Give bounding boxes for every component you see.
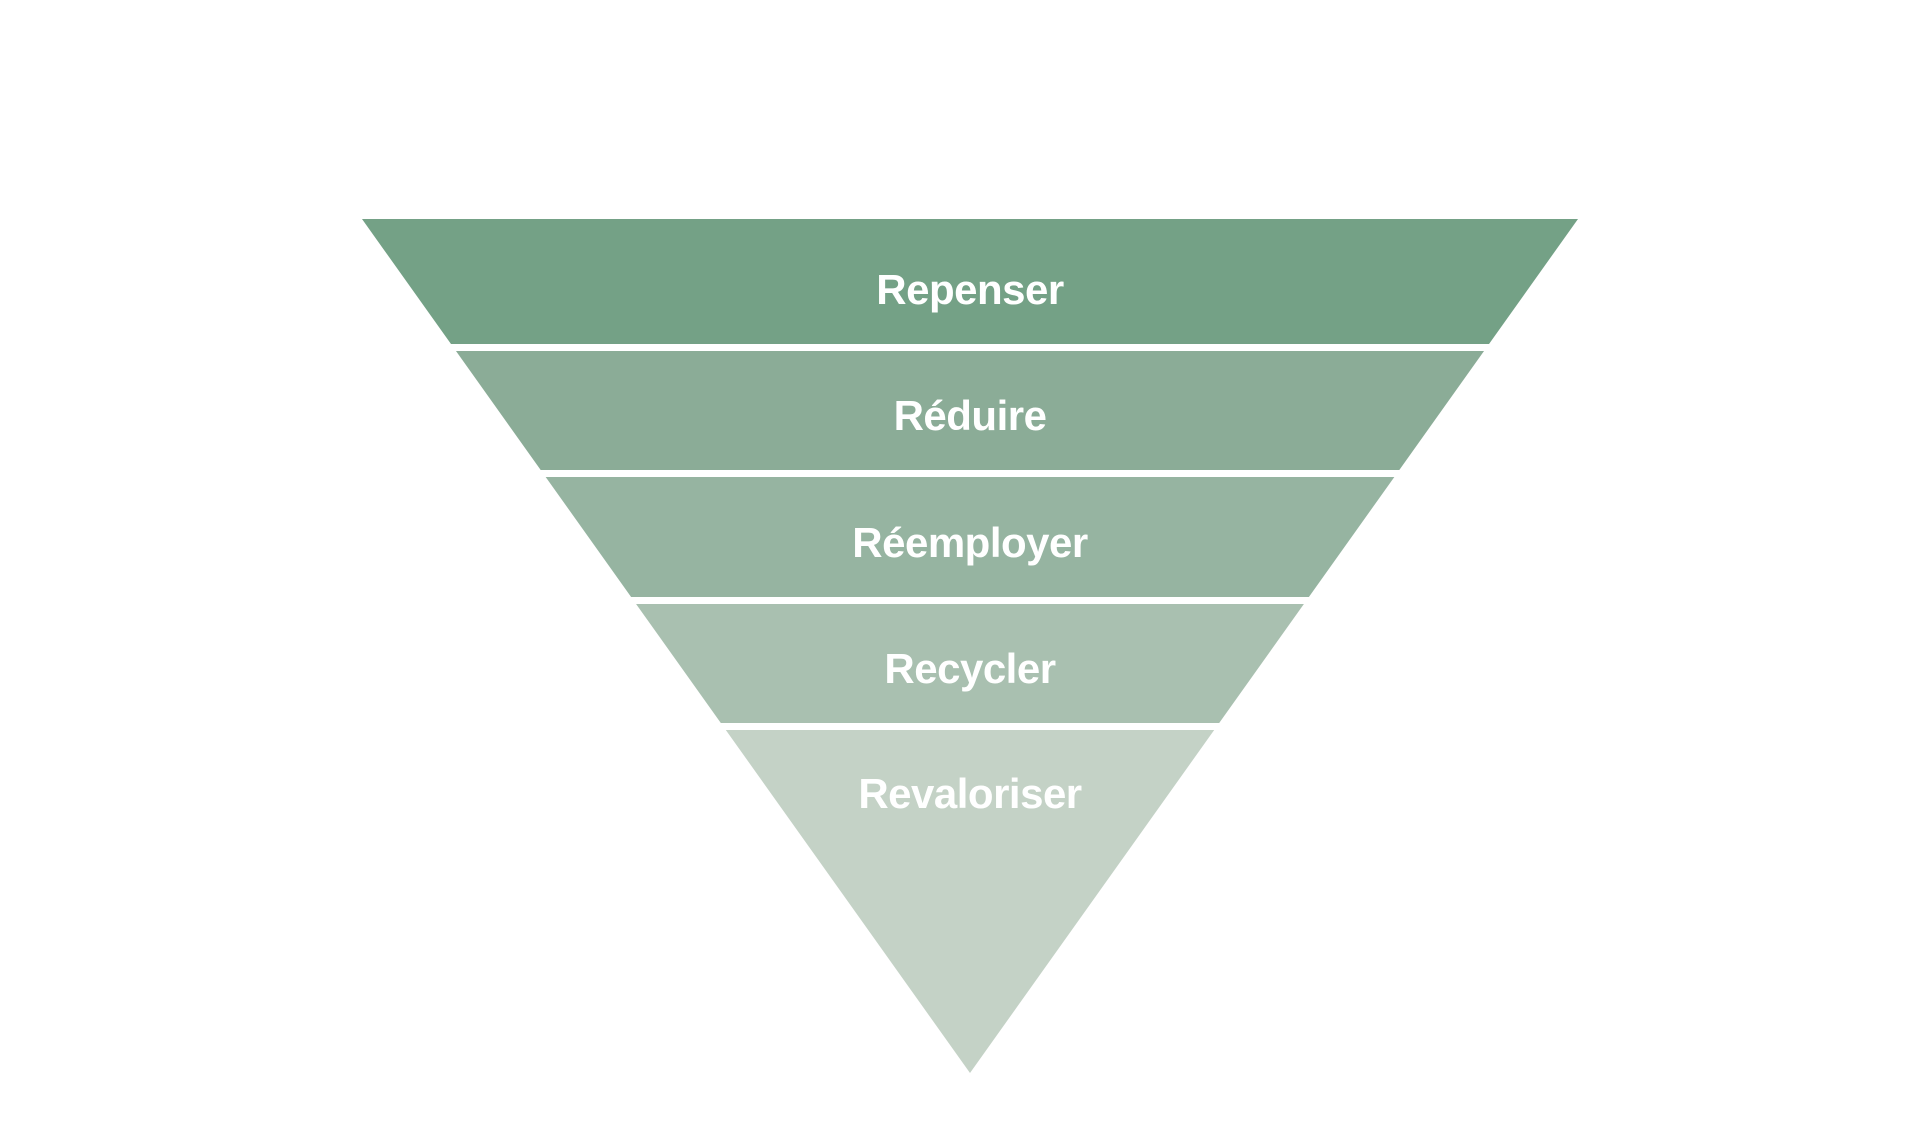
pyramid-band-2	[362, 351, 1578, 470]
pyramid-label-3: Réemployer	[852, 519, 1088, 566]
pyramid-band-1	[362, 219, 1578, 344]
pyramid-label-2: Réduire	[894, 392, 1047, 439]
pyramid-label-4: Recycler	[884, 645, 1055, 692]
pyramid-label-1: Repenser	[876, 266, 1064, 313]
pyramid-label-5: Revaloriser	[858, 770, 1081, 817]
pyramid-labels-group: RepenserRéduireRéemployerRecyclerRevalor…	[852, 266, 1088, 817]
